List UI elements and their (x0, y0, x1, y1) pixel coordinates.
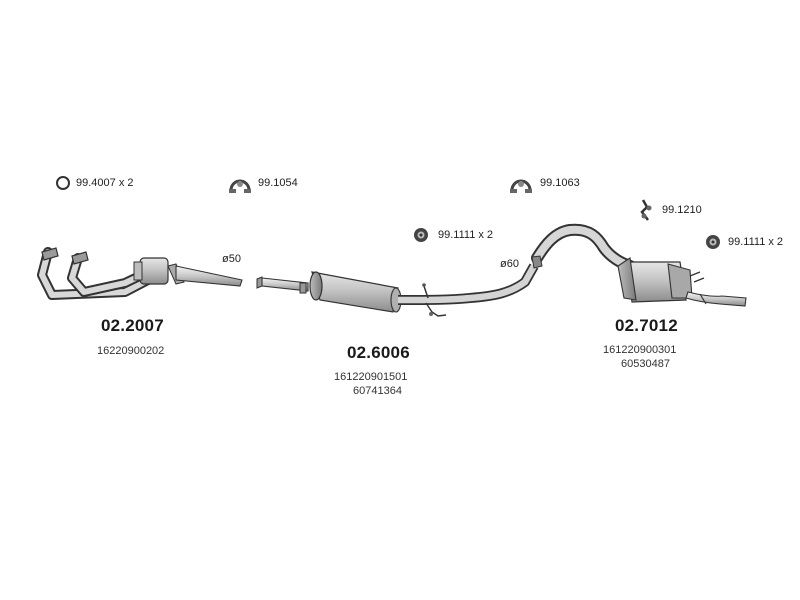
oem-number: 16220900202 (97, 345, 165, 357)
oem-number: 60741364 (353, 385, 402, 397)
oem-number: 60530487 (621, 358, 670, 370)
middle-pipe-section (256, 263, 539, 317)
oem-number: 161220901501 (334, 371, 408, 383)
rear-pipe-section (531, 223, 747, 307)
accessory-code: 99.4007 x 2 (76, 177, 134, 189)
accessory-code: 99.1111 x 2 (438, 229, 494, 241)
part-number: 02.2007 (101, 316, 164, 335)
accessory-code: 99.1054 (258, 177, 298, 189)
oem-number: 161220900301 (603, 344, 677, 356)
pipe-diameter-label: ø50 (222, 253, 241, 265)
part-number: 02.6006 (347, 343, 410, 362)
hanger-bracket-icon (640, 199, 652, 221)
front-pipe-section (37, 247, 243, 300)
accessory-code: 99.1210 (662, 204, 702, 216)
pipe-clamp-icon (229, 179, 251, 193)
part-number: 02.7012 (615, 316, 678, 335)
rubber-mount-icon (414, 228, 428, 242)
rubber-mount-icon (706, 235, 720, 249)
pipe-diameter-label: ø60 (500, 258, 519, 270)
pipe-clamp-icon (510, 179, 532, 193)
o-ring-seal-icon (56, 176, 70, 190)
accessory-code: 99.1111 x 2 (728, 236, 784, 248)
accessory-code: 99.1063 (540, 177, 580, 189)
